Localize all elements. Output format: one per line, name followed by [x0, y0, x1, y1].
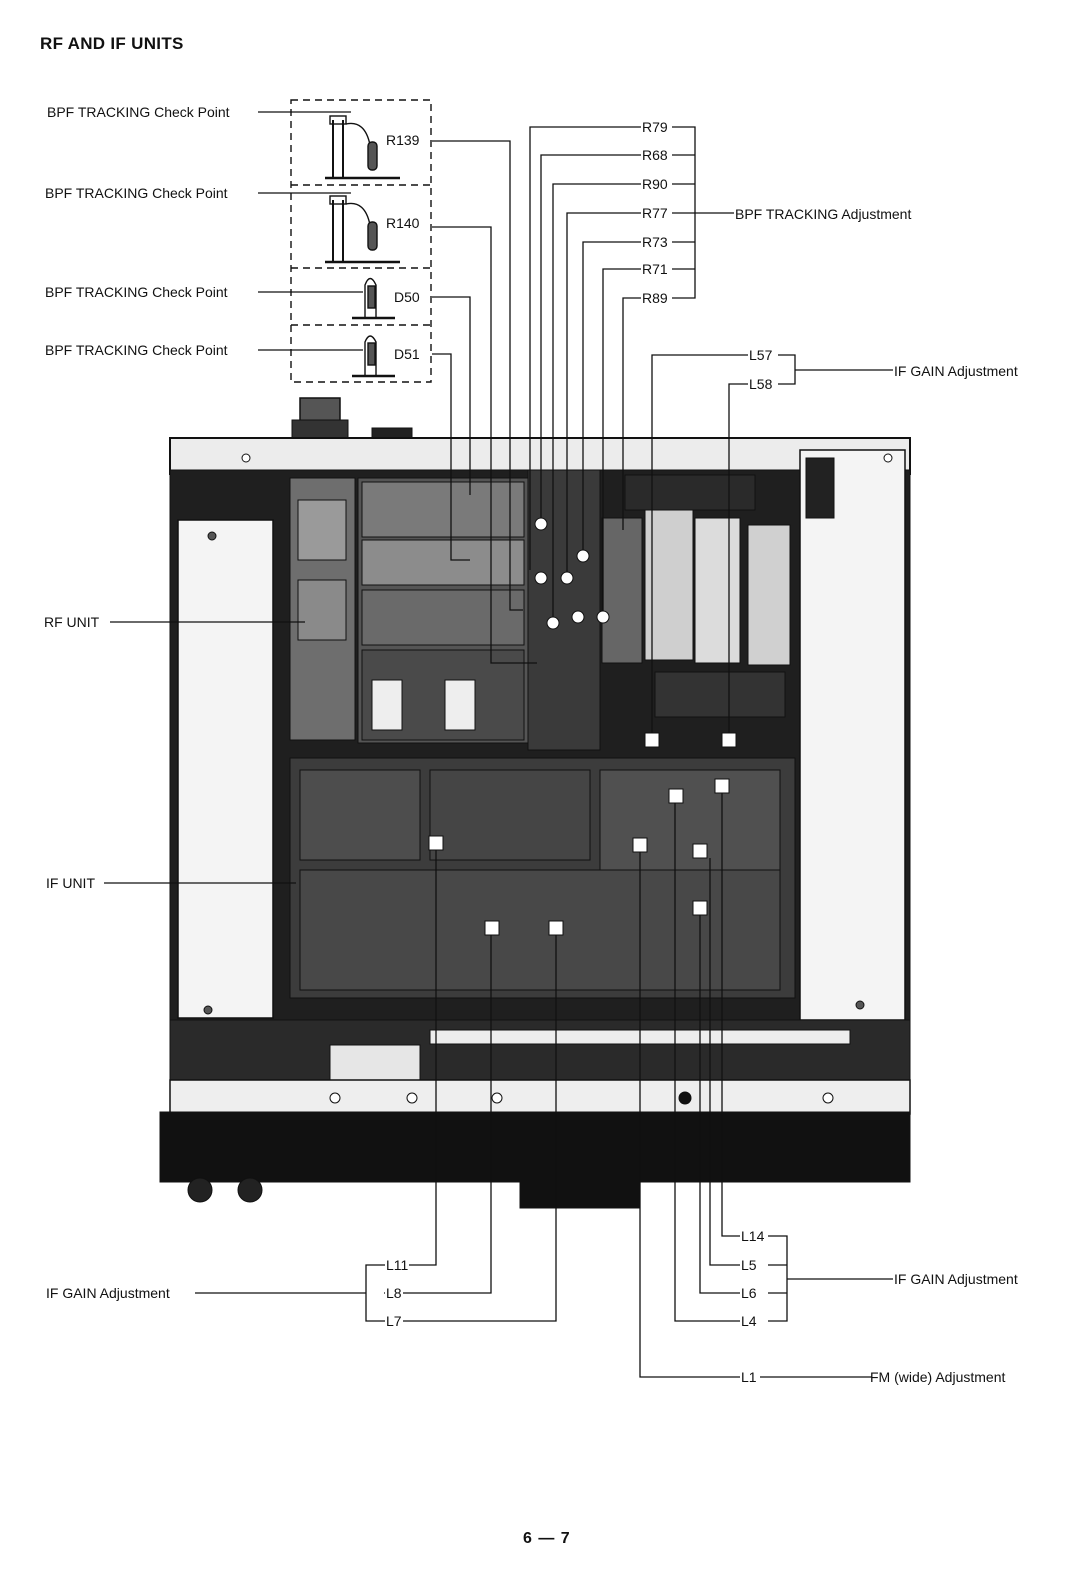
part-r73: R73	[641, 234, 669, 250]
part-l7: L7	[385, 1313, 403, 1329]
check-point-label-4: BPF TRACKING Check Point	[45, 342, 228, 358]
d50-sketch-icon	[352, 277, 395, 320]
part-r90: R90	[641, 176, 669, 192]
part-l8: L8	[385, 1285, 403, 1301]
part-r77: R77	[641, 205, 669, 221]
part-r68: R68	[641, 147, 669, 163]
detail-insets	[290, 99, 432, 383]
if-unit-label: IF UNIT	[46, 875, 95, 891]
d51-sketch-icon	[352, 335, 395, 378]
bpf-adjust-label: BPF TRACKING Adjustment	[735, 206, 912, 222]
if-gain-left-label: IF GAIN Adjustment	[46, 1285, 170, 1301]
if-gain-right-label: IF GAIN Adjustment	[894, 1271, 1018, 1287]
fm-adjust-label: FM (wide) Adjustment	[870, 1369, 1006, 1385]
leader-lines	[104, 111, 893, 1378]
page-title: RF AND IF UNITS	[40, 34, 184, 53]
part-l5: L5	[740, 1257, 758, 1273]
check-point-label-3: BPF TRACKING Check Point	[45, 284, 228, 300]
if-gain-top-label: IF GAIN Adjustment	[894, 363, 1018, 379]
part-r71: R71	[641, 261, 669, 277]
check-point-label-1: BPF TRACKING Check Point	[47, 104, 230, 120]
part-l4: L4	[740, 1313, 758, 1329]
part-r89: R89	[641, 290, 669, 306]
part-r140: R140	[385, 215, 421, 231]
part-l1: L1	[740, 1369, 758, 1385]
r139-sketch-icon	[325, 115, 400, 180]
part-l58: L58	[748, 376, 774, 392]
page-number: 6 — 7	[523, 1530, 571, 1547]
part-l14: L14	[740, 1228, 766, 1244]
part-l11: L11	[385, 1257, 410, 1273]
part-r79: R79	[641, 119, 669, 135]
rf-unit-label: RF UNIT	[44, 614, 100, 630]
part-d51: D51	[393, 346, 421, 362]
check-point-label-2: BPF TRACKING Check Point	[45, 185, 228, 201]
part-l57: L57	[748, 347, 774, 363]
r140-sketch-icon	[325, 195, 400, 264]
part-l6: L6	[740, 1285, 758, 1301]
part-d50: D50	[393, 289, 421, 305]
part-r139: R139	[385, 132, 421, 148]
chassis-photo	[159, 397, 911, 1209]
